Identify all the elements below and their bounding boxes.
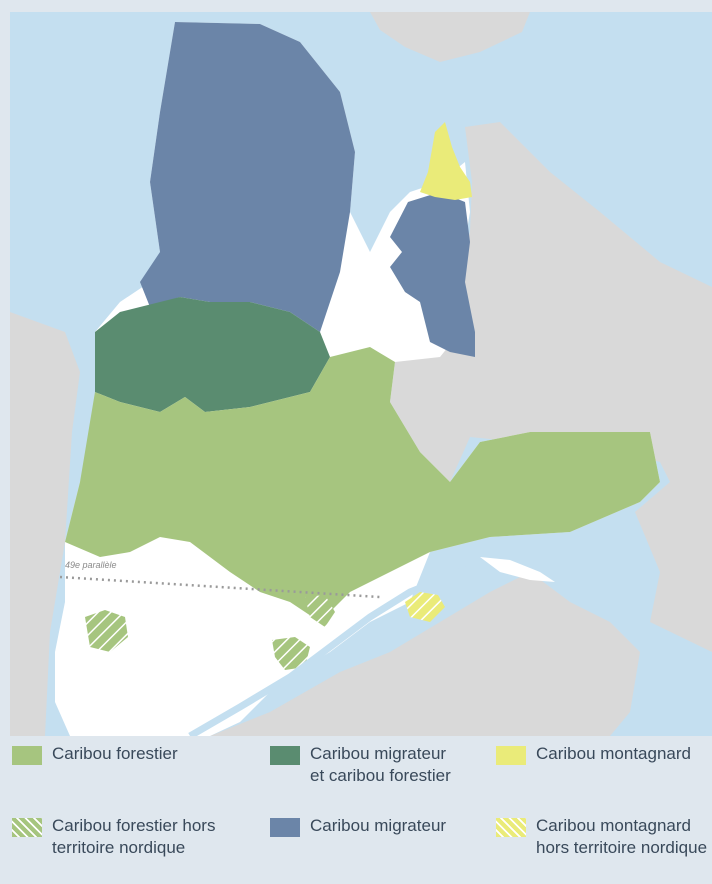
range-caribou-migrateur-forestier [95, 297, 330, 412]
legend-item-caribou-forestier-hors: Caribou forestier hors territoire nordiq… [12, 815, 215, 859]
legend-swatch-caribou-montagnard [496, 746, 526, 765]
range-caribou-migrateur-east [390, 192, 475, 357]
parallel-49-label: 49e parallèle [65, 560, 117, 570]
legend-label: Caribou montagnard [536, 744, 691, 763]
legend-label: Caribou forestier [52, 744, 178, 763]
range-caribou-montagnard-hors [405, 592, 445, 622]
legend-label: Caribou migrateur [310, 816, 447, 835]
legend-item-caribou-montagnard: Caribou montagnard [496, 743, 691, 765]
land-baffin [370, 12, 530, 62]
legend-swatch-caribou-migrateur [270, 818, 300, 837]
range-caribou-montagnard-north [420, 122, 472, 200]
anticosti-island [480, 557, 555, 582]
legend-item-caribou-migrateur: Caribou migrateur [270, 815, 446, 837]
legend-label: Caribou migrateur et caribou forestier [310, 744, 451, 785]
legend-swatch-caribou-forestier [12, 746, 42, 765]
legend-swatch-caribou-montagnard-hors [496, 818, 526, 837]
legend-swatch-caribou-migrateur-forestier [270, 746, 300, 765]
land-ontario [10, 312, 80, 736]
land-newfoundland [670, 472, 712, 572]
legend-item-caribou-forestier: Caribou forestier [12, 743, 178, 765]
range-caribou-forestier-hors-1 [85, 610, 128, 652]
range-caribou-migrateur-north [140, 22, 355, 332]
caribou-range-map: 49e parallèle [10, 12, 712, 736]
legend-item-caribou-migrateur-forestier: Caribou migrateur et caribou forestier [270, 743, 451, 787]
legend: Caribou forestier Caribou migrateur et c… [0, 736, 712, 884]
land-labrador [390, 122, 712, 652]
legend-item-caribou-montagnard-hors: Caribou montagnard hors territoire nordi… [496, 815, 707, 859]
legend-swatch-caribou-forestier-hors [12, 818, 42, 837]
legend-label: Caribou forestier hors territoire nordiq… [52, 816, 216, 857]
range-caribou-forestier-hors-3 [305, 595, 335, 627]
range-caribou-forestier [65, 347, 660, 622]
land-south [210, 572, 640, 736]
legend-label: Caribou montagnard hors territoire nordi… [536, 816, 708, 857]
range-caribou-forestier-hors-2 [272, 637, 310, 670]
map: 49e parallèle [10, 12, 712, 736]
